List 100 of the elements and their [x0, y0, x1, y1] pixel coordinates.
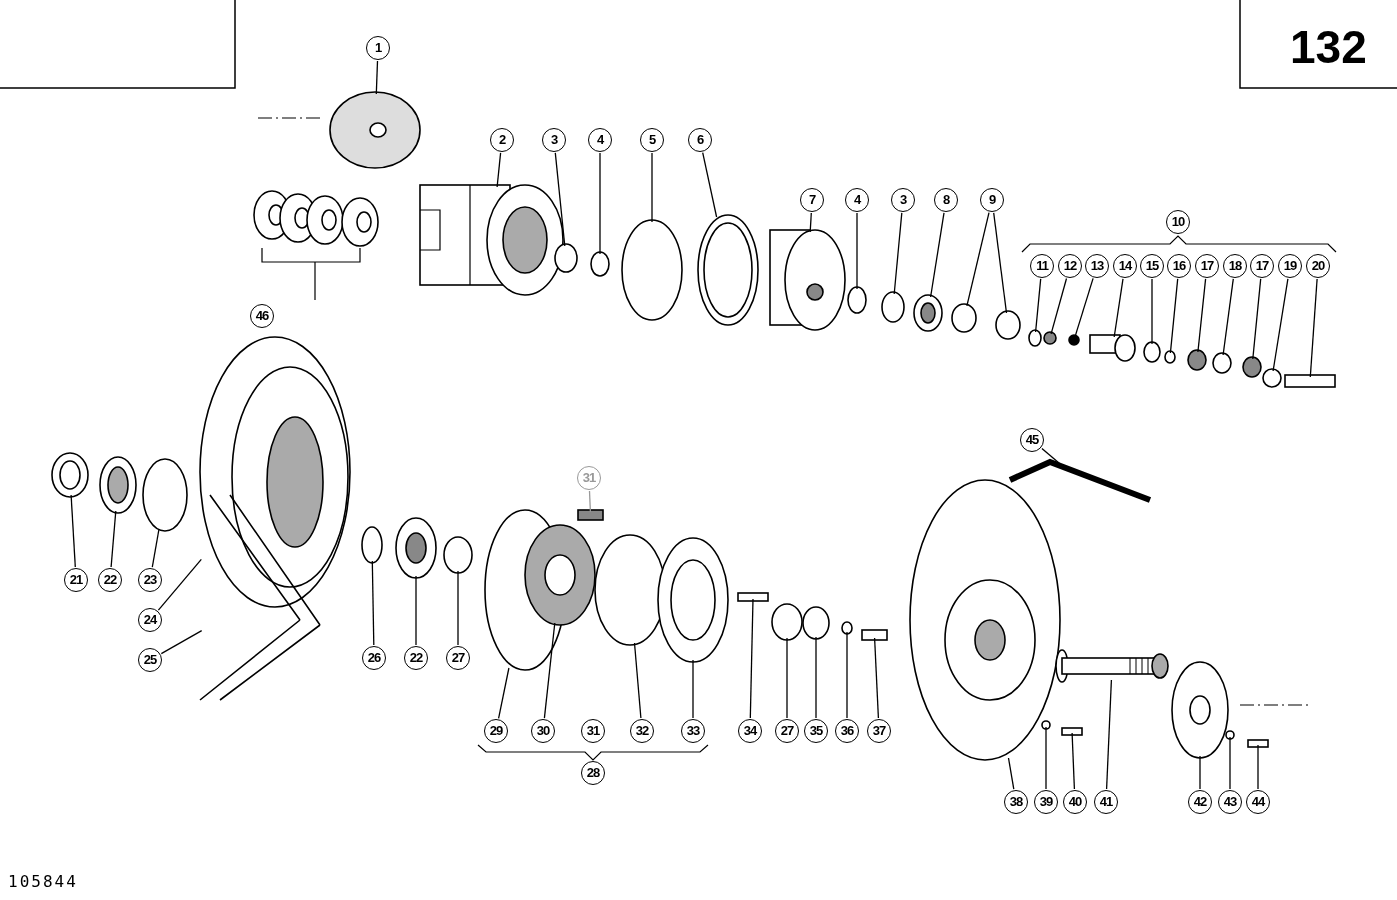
v-belt-drawing [1008, 458, 1152, 503]
leader-line [599, 152, 601, 255]
flange-drawing [657, 537, 729, 663]
bolt [1247, 739, 1269, 748]
callout-number: 15 [1140, 254, 1164, 278]
leader-line [749, 598, 754, 719]
hub-drawing [524, 524, 596, 626]
leader-line [1151, 278, 1153, 345]
leader-line [1007, 757, 1015, 790]
leader-line [651, 152, 653, 223]
pulley-drawing [199, 336, 351, 608]
callout-number: 2 [490, 128, 514, 152]
flange-drawing [1171, 661, 1229, 759]
sleeve [771, 603, 803, 641]
nut [1043, 331, 1057, 345]
leader-line [457, 570, 459, 646]
leader-line [1229, 736, 1231, 790]
belt-drawing [199, 494, 321, 701]
callout-number: 9 [980, 188, 1004, 212]
drawing-number: 105844 [8, 872, 78, 891]
callout-number: 44 [1246, 790, 1270, 814]
callout-number: 21 [64, 568, 88, 592]
seal-ring-drawing [913, 294, 943, 332]
callout-number: 16 [1167, 254, 1191, 278]
callout-number: 28 [581, 761, 605, 785]
nut [1242, 356, 1262, 378]
leader-line [588, 490, 592, 513]
ring [1164, 350, 1176, 364]
leader-line [846, 631, 848, 719]
drum-drawing [769, 229, 846, 331]
leader-line [1197, 278, 1207, 353]
leader-line [371, 560, 375, 646]
o-ring [881, 291, 905, 323]
seal-ring-drawing [51, 452, 89, 498]
o-ring [590, 251, 610, 277]
ball-bearing-drawing [395, 517, 437, 579]
leader-line [543, 622, 556, 719]
leader-line [1222, 278, 1234, 356]
callout-number: 31 [581, 719, 605, 743]
ring [621, 219, 683, 321]
leader-line [157, 558, 202, 611]
callout-number: 3 [542, 128, 566, 152]
callout-number: 17 [1195, 254, 1219, 278]
callout-number: 14 [1113, 254, 1137, 278]
ball-bearing-drawing [99, 456, 137, 514]
ring-drawing [697, 214, 759, 326]
leader-line [1045, 726, 1047, 790]
leader-line [1071, 732, 1076, 790]
washer [841, 621, 853, 635]
leader-line [415, 575, 417, 646]
leader-line [1050, 277, 1068, 335]
callout-number: 27 [446, 646, 470, 670]
pulley-drawing [909, 479, 1061, 761]
sleeve [443, 536, 473, 574]
leader-line [1113, 278, 1124, 338]
leader-line [966, 211, 990, 307]
ring [1262, 368, 1282, 388]
leader-line [1309, 278, 1318, 378]
washer [1225, 730, 1235, 740]
callout-number: 40 [1063, 790, 1087, 814]
leader-line [1034, 278, 1042, 333]
callout-number: 11 [1030, 254, 1054, 278]
callout-number: 43 [1218, 790, 1242, 814]
shaft-drawing [1055, 649, 1169, 683]
leader-line [1105, 679, 1113, 790]
sleeve [1212, 352, 1232, 374]
spring [577, 509, 604, 521]
callout-number: 24 [138, 608, 162, 632]
ring [142, 458, 188, 532]
callout-number: 32 [630, 719, 654, 743]
leader-line [1272, 278, 1289, 372]
housing-drawing [419, 184, 564, 296]
bolt [1061, 727, 1083, 736]
callout-number: 29 [484, 719, 508, 743]
leader-line [1169, 278, 1179, 354]
callout-number: 5 [640, 128, 664, 152]
leader-line [554, 152, 566, 247]
callout-number: 41 [1094, 790, 1118, 814]
o-ring [847, 286, 867, 314]
callout-number: 19 [1278, 254, 1302, 278]
callout-number: 34 [738, 719, 762, 743]
callout-number: 39 [1034, 790, 1058, 814]
callout-number: 23 [138, 568, 162, 592]
callout-number: 10 [1166, 210, 1190, 234]
leader-line [497, 667, 510, 719]
callout-number: 37 [867, 719, 891, 743]
callout-number: 31 [577, 466, 601, 490]
leader-line [692, 659, 694, 719]
leader-line [110, 510, 117, 568]
callout-number: 4 [588, 128, 612, 152]
pin [737, 592, 769, 602]
leader-line [70, 494, 76, 568]
ball [1068, 334, 1080, 346]
leader-line [873, 637, 880, 719]
nut [951, 303, 977, 333]
callout-number: 1 [366, 36, 390, 60]
washer [802, 606, 830, 640]
callout-number: 3 [891, 188, 915, 212]
leader-line [1074, 277, 1094, 338]
leader-line [1252, 278, 1262, 360]
